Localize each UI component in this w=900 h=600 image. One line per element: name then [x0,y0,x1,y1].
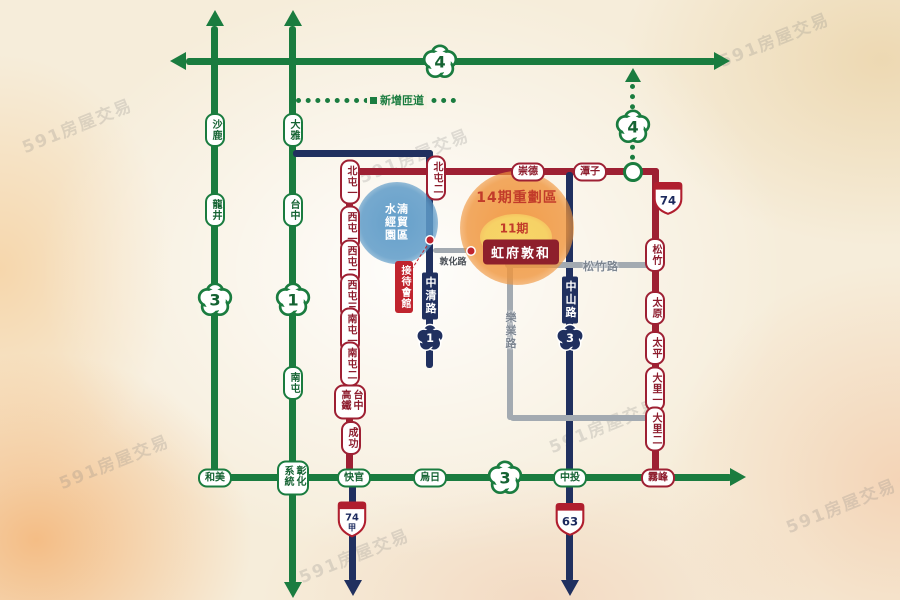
junction-circle [623,162,643,182]
badge-freeway-1: 1 [275,282,311,318]
station-chenggong: 成功 [341,421,361,455]
station-dali2: 大里二 [645,406,665,452]
ramp-bullet-icon [370,96,377,104]
road-dunhua [433,248,473,253]
station-tanzi: 潭子 [573,162,607,182]
road-zhongqing [426,150,433,368]
station-wufeng: 霧峰 [641,468,675,488]
station-xitun3: 西屯三 [340,273,360,319]
shield-63: 63 [555,502,585,541]
arrow-down-icon [284,582,302,598]
reception-location-dot [426,236,434,244]
svg-text:4: 4 [434,52,445,71]
station-taiping: 太平 [645,331,665,365]
road-songzhu [505,262,657,268]
road-exp74-north [346,168,659,175]
badge-route-1: 1 [415,323,445,353]
station-longjing: 龍井 [205,193,225,227]
station-taiyuan: 太原 [645,291,665,325]
station-nantun2: 南屯二 [340,341,360,387]
arrow-up-icon [625,68,641,82]
station-daya: 大雅 [283,113,303,147]
svg-text:63: 63 [562,515,578,529]
station-zhongtou: 中投 [553,468,587,488]
badge-freeway-4: 4 [422,44,458,80]
road-navy-link [293,150,433,157]
watermark: 591房屋交易 [19,95,136,159]
zone-label-14: 14期重劃區 [476,190,558,206]
badge-freeway-3: 3 [197,282,233,318]
zone-circle-shuinan [356,182,438,264]
arrow-right-icon [730,468,746,486]
station-kuaiguan: 快官 [337,468,371,488]
arrow-down-icon [344,580,362,596]
station-chongde: 崇德 [511,162,545,182]
station-homei: 和美 [198,468,232,488]
badge-route-3: 3 [555,323,585,353]
property-location-dot [467,247,475,255]
watermark: 591房屋交易 [783,475,900,539]
arrow-right-icon [714,52,730,70]
station-beitun2: 北屯二 [426,155,446,201]
badge-freeway-4-ext: 4 [615,109,651,145]
svg-text:1: 1 [287,290,298,309]
arrow-up-icon [284,10,302,26]
road-label-dunhua: 敦化路 [439,257,467,268]
station-shalu: 沙鹿 [205,113,225,147]
badge-freeway-3-south: 3 [487,460,523,496]
station-nantun: 南屯 [283,366,303,400]
zone-label-shuinan: 水湳經貿園區 [385,202,409,242]
watermark: 591房屋交易 [56,431,173,495]
svg-text:4: 4 [627,117,638,136]
svg-text:3: 3 [209,290,220,309]
svg-text:74: 74 [660,194,676,208]
station-beitun1: 北屯一 [340,159,360,205]
road-label-new-ramp: 新增匝道 [367,91,427,109]
road-cross [510,415,657,421]
road-nh3-west [211,26,218,481]
road-label-zhongqing: 中清路 [422,272,438,320]
station-wuri: 烏日 [413,468,447,488]
station-taichung: 台中 [283,193,303,227]
road-label-leye: 樂業路 [504,311,517,351]
watermark: 591房屋交易 [716,9,833,73]
arrow-up-icon [206,10,224,26]
shield-74: 74 [653,181,683,220]
property-name-label: 虹府敦和 [482,239,560,265]
road-zhongshan [566,172,573,582]
arrow-down-icon [561,580,579,596]
station-songzhu: 松竹 [645,238,665,272]
road-label-zhongshan: 中山路 [562,276,578,324]
svg-text:3: 3 [499,468,510,487]
station-dali1: 大里一 [645,366,665,412]
svg-text:甲: 甲 [348,523,356,533]
station-hsr: 台中高鐵 [334,384,366,420]
station-changhua-system: 彰化系統 [277,460,309,496]
svg-text:1: 1 [426,332,434,345]
svg-text:74: 74 [345,513,359,524]
reception-label: 接待會館 [395,261,413,313]
road-nh3-south [211,474,732,481]
road-label-songzhu: 松竹路 [583,260,619,273]
zone-label-11: 11期 [499,221,529,236]
road-leye [507,262,513,420]
svg-text:3: 3 [566,332,574,345]
arrow-left-icon [170,52,186,70]
